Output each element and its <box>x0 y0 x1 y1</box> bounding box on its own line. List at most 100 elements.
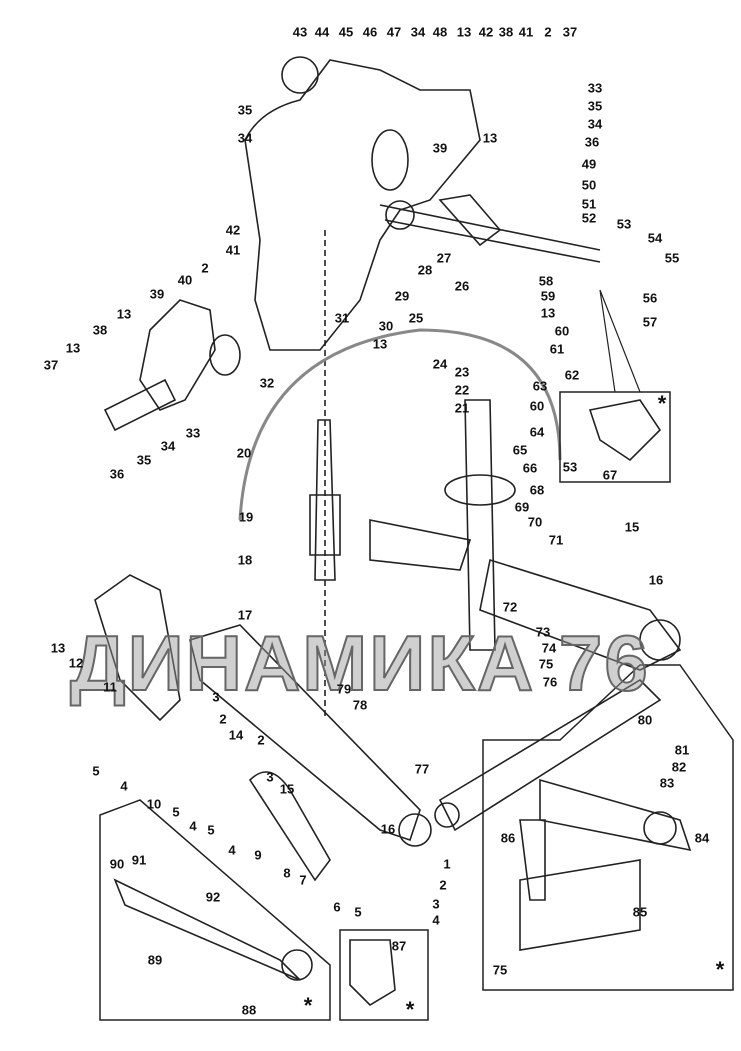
callout-label: 51 <box>581 196 597 212</box>
callout-label: 52 <box>581 210 597 226</box>
ball-end-right <box>639 619 681 661</box>
callout-label: 3 <box>432 896 440 912</box>
leveling-housing <box>444 474 516 506</box>
turnbuckle-19 <box>309 494 341 556</box>
callout-label: 86 <box>500 830 516 846</box>
link-arm-70 <box>369 519 472 571</box>
callout-label: 28 <box>417 262 433 278</box>
callout-label: 63 <box>532 378 548 394</box>
callout-label: 14 <box>228 727 244 743</box>
callout-label: 70 <box>527 514 543 530</box>
callout-label: 41 <box>518 24 534 40</box>
callout-label: 87 <box>391 938 407 954</box>
callout-label: 89 <box>147 952 163 968</box>
stabilizer-chain <box>248 771 331 882</box>
callout-label: 56 <box>642 290 658 306</box>
left-bracket <box>139 299 216 411</box>
inset-marker: * <box>715 957 725 982</box>
callout-label: 20 <box>236 445 252 461</box>
callout-label: 76 <box>542 674 558 690</box>
lift-rod <box>314 419 336 581</box>
callout-label: 6 <box>333 899 341 915</box>
callout-label: 92 <box>205 889 221 905</box>
callout-label: 46 <box>362 24 378 40</box>
callout-label: 29 <box>394 288 410 304</box>
watermark: ДИНАМИКА 76 <box>69 618 650 708</box>
inset-small-box <box>339 929 429 1021</box>
callout-label: 44 <box>314 24 330 40</box>
callout-label: 79 <box>336 681 352 697</box>
callout-label: 13 <box>65 340 81 356</box>
callout-label: 91 <box>131 852 147 868</box>
callout-label: 34 <box>587 116 603 132</box>
callout-label: 13 <box>116 306 132 322</box>
ball-end-left <box>398 813 432 847</box>
callout-label: 38 <box>92 322 108 338</box>
callout-label: 16 <box>648 572 664 588</box>
callout-label: 65 <box>512 442 528 458</box>
callout-label: 2 <box>219 711 227 727</box>
inset-pin-86 <box>519 819 546 901</box>
callout-label: 67 <box>602 467 618 483</box>
callout-label: 54 <box>647 230 663 246</box>
callout-label: 2 <box>544 24 552 40</box>
callout-label: 5 <box>92 763 100 779</box>
callout-label: 10 <box>146 796 162 812</box>
callout-label: 30 <box>378 318 394 334</box>
callout-label: 5 <box>172 804 180 820</box>
inset-top-right-box <box>559 391 671 483</box>
callout-label: 59 <box>540 288 556 304</box>
leveling-screw <box>464 399 496 651</box>
callout-label: 17 <box>237 607 253 623</box>
callout-label: 36 <box>584 134 600 150</box>
inset-marker: * <box>303 993 313 1018</box>
inset-hook-67 <box>588 399 662 462</box>
callout-label: 69 <box>514 499 530 515</box>
callout-label: 1 <box>443 856 451 872</box>
callout-label: 36 <box>109 466 125 482</box>
callout-label: 37 <box>43 357 59 373</box>
callout-label: 48 <box>432 24 448 40</box>
callout-label: 34 <box>160 438 176 454</box>
callout-label: 61 <box>549 341 565 357</box>
callout-label: 60 <box>554 323 570 339</box>
callout-label: 4 <box>189 818 197 834</box>
cylinder <box>371 129 409 191</box>
callout-label: 34 <box>237 130 253 146</box>
callout-label: 58 <box>538 273 554 289</box>
inset-right-link <box>519 778 692 951</box>
inset-ball <box>643 811 677 845</box>
callout-label: 53 <box>616 216 632 232</box>
callout-label: 50 <box>581 177 597 193</box>
callout-label: 85 <box>632 904 648 920</box>
callout-label: 5 <box>207 822 215 838</box>
callout-label: 4 <box>120 778 128 794</box>
callout-label: 47 <box>386 24 402 40</box>
callout-label: 39 <box>149 286 165 302</box>
callout-label: 45 <box>338 24 354 40</box>
callout-label: 27 <box>436 250 452 266</box>
callout-label: 25 <box>408 310 424 326</box>
callout-label: 84 <box>694 830 710 846</box>
callout-label: 19 <box>238 509 254 525</box>
callout-label: 39 <box>432 140 448 156</box>
callout-label: 77 <box>414 761 430 777</box>
callout-label: 75 <box>538 656 554 672</box>
drawbar-80 <box>438 678 662 832</box>
bushing-32 <box>209 334 241 376</box>
callout-label: 2 <box>201 260 209 276</box>
callout-label: 12 <box>68 655 84 671</box>
callout-label: 82 <box>671 759 687 775</box>
callout-label: 49 <box>581 156 597 172</box>
callout-label: 31 <box>334 310 350 326</box>
callout-label: 78 <box>352 697 368 713</box>
callout-label: 80 <box>637 712 653 728</box>
callout-label: 8 <box>283 865 291 881</box>
callout-label: 23 <box>454 364 470 380</box>
callout-label: 40 <box>177 272 193 288</box>
callout-label: 62 <box>564 367 580 383</box>
lift-arm-right <box>438 194 502 247</box>
callout-label: 22 <box>454 382 470 398</box>
callout-label: 33 <box>185 425 201 441</box>
